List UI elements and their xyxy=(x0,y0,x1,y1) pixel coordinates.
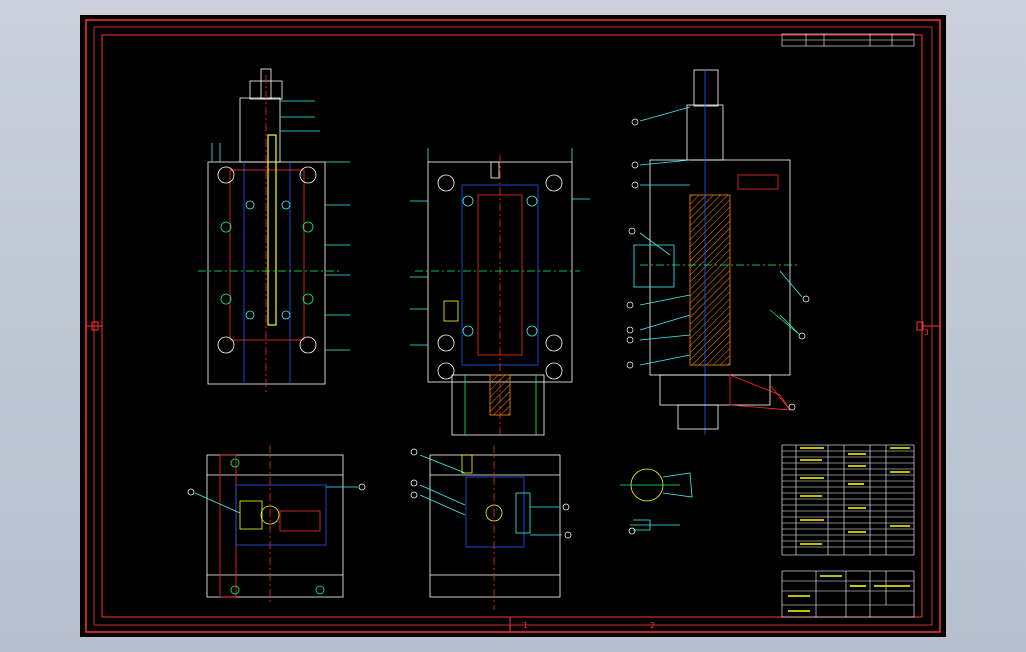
balloon-callout-icon xyxy=(626,361,634,369)
section-view-callouts xyxy=(626,118,810,411)
balloon-callout-icon xyxy=(410,479,418,487)
balloon-callout-icon xyxy=(564,531,572,539)
balloon-callout-icon xyxy=(626,326,634,334)
balloon-callout-icon xyxy=(187,488,195,496)
frame-markers: 1 2 3 xyxy=(523,328,929,630)
frame-mark-1: 1 xyxy=(523,621,528,630)
balloon-callout-icon xyxy=(631,161,639,169)
balloon-callout-icon xyxy=(631,118,639,126)
frame-mark-3: 3 xyxy=(924,328,929,337)
balloon-callout-icon xyxy=(788,403,796,411)
balloon-callout-icon xyxy=(410,491,418,499)
balloon-callout-icon xyxy=(631,181,639,189)
balloon-callout-icon xyxy=(358,483,366,491)
cad-drawing-sheet: 1 2 3 xyxy=(80,15,946,637)
balloon-callout-icon xyxy=(626,301,634,309)
mold-assembly-drawing: 1 2 3 xyxy=(85,19,941,633)
detail-view xyxy=(620,468,693,535)
balloon-callout-icon xyxy=(798,332,806,340)
revision-block xyxy=(781,33,915,47)
drawing-frame xyxy=(85,19,941,633)
balloon-callout-icon xyxy=(562,503,570,511)
frame-mark-2: 2 xyxy=(650,621,655,630)
section-view-bottom-middle xyxy=(410,445,572,610)
balloon-callout-icon xyxy=(626,336,634,344)
balloon-callout-icon xyxy=(802,295,810,303)
section-view-bottom-left xyxy=(187,445,366,605)
plan-view-left xyxy=(198,68,350,395)
bill-of-materials xyxy=(781,444,915,556)
plan-view-middle xyxy=(410,148,590,436)
section-view-right xyxy=(633,69,803,435)
balloon-callout-icon xyxy=(410,448,418,456)
title-block xyxy=(781,570,915,618)
balloon-callout-icon xyxy=(628,227,636,235)
